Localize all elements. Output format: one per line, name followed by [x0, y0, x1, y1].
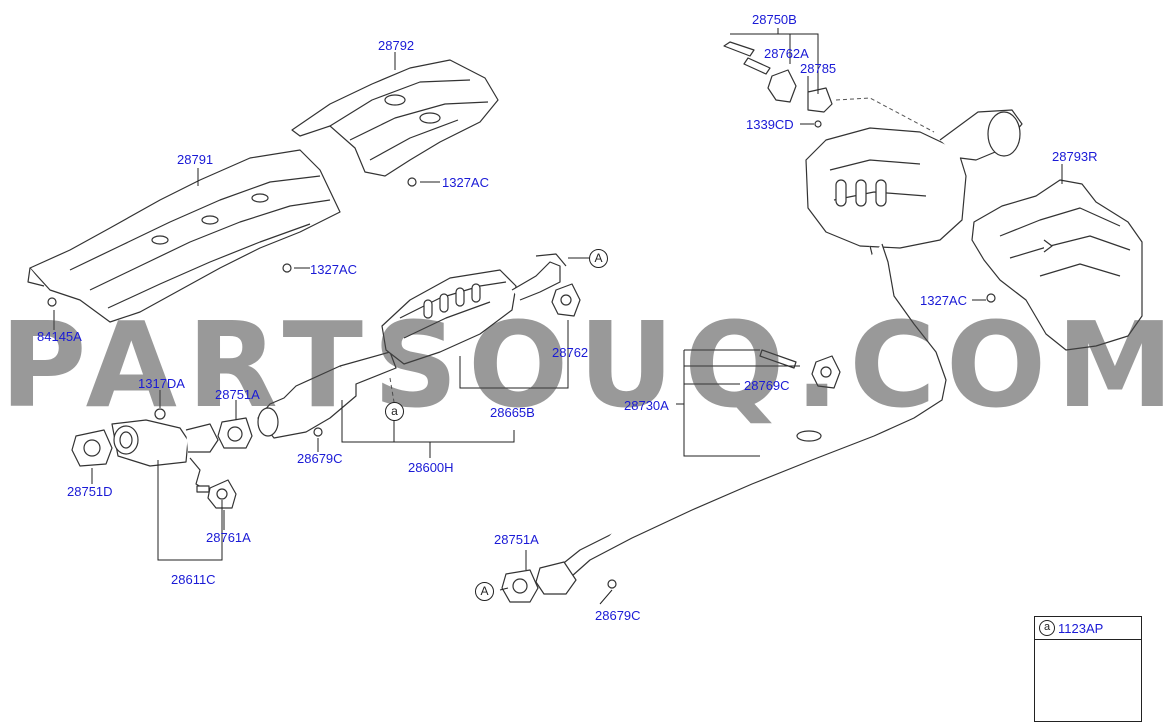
part-label-28761A[interactable]: 28761A — [206, 530, 251, 545]
part-label-1339CD[interactable]: 1339CD — [746, 117, 794, 132]
heat-protector-rear — [971, 179, 1143, 351]
part-label-28750B[interactable]: 28750B — [752, 12, 797, 27]
nut-28679C-rear — [607, 579, 617, 589]
front-pipe — [111, 419, 219, 493]
part-label-28793R[interactable]: 28793R — [1052, 149, 1098, 164]
part-label-28785[interactable]: 28785 — [800, 61, 837, 76]
part-label-28792[interactable]: 28792 — [378, 38, 415, 53]
nut-84145A — [47, 297, 57, 307]
callout-a: a — [385, 402, 404, 421]
part-label-28769C[interactable]: 28769C — [744, 378, 790, 393]
nut-1327AC-rear — [986, 293, 996, 303]
part-label-28679C-rear[interactable]: 28679C — [595, 608, 641, 623]
gasket-28751D — [71, 429, 113, 467]
gasket-28751A-front — [217, 417, 253, 449]
part-label-1327AC-lower[interactable]: 1327AC — [310, 262, 357, 277]
part-label-1327AC-rear[interactable]: 1327AC — [920, 293, 967, 308]
hanger-bracket-group — [723, 41, 833, 128]
hanger-28769C — [811, 355, 841, 389]
hanger-28762 — [551, 283, 581, 317]
part-label-28730A[interactable]: 28730A — [624, 398, 669, 413]
part-label-28762[interactable]: 28762 — [552, 345, 589, 360]
legend-symbol: a — [1039, 620, 1055, 636]
legend-header: a 1123AP — [1035, 617, 1141, 640]
legend-part-label[interactable]: 1123AP — [1058, 620, 1104, 636]
heat-protector-upper — [291, 59, 499, 177]
leader-lines — [53, 28, 1063, 605]
catalytic-converter — [257, 253, 567, 439]
nut-28679C-front — [313, 427, 323, 437]
part-label-28762A[interactable]: 28762A — [764, 46, 809, 61]
part-label-28791[interactable]: 28791 — [177, 152, 214, 167]
part-label-28679C-front[interactable]: 28679C — [297, 451, 343, 466]
legend-box: a 1123AP — [1034, 616, 1142, 722]
hanger-28761A — [207, 479, 237, 509]
part-label-28600H[interactable]: 28600H — [408, 460, 454, 475]
bolt-28769C — [759, 349, 797, 369]
part-label-1317DA[interactable]: 1317DA — [138, 376, 185, 391]
heat-protector-lower — [27, 149, 341, 323]
callout-A-upper: A — [589, 249, 608, 268]
muffler-assembly — [535, 109, 1023, 595]
part-label-1327AC-upper[interactable]: 1327AC — [442, 175, 489, 190]
part-label-28751D[interactable]: 28751D — [67, 484, 113, 499]
part-label-28751A-front[interactable]: 28751A — [215, 387, 260, 402]
part-label-28611C[interactable]: 28611C — [171, 572, 216, 587]
nut-1327AC-lower — [282, 263, 292, 273]
callout-A-lower: A — [475, 582, 494, 601]
part-label-28665B[interactable]: 28665B — [490, 405, 535, 420]
part-label-84145A[interactable]: 84145A — [37, 329, 82, 344]
nut-1327AC-upper — [407, 177, 417, 187]
gasket-28751A-rear — [501, 569, 539, 603]
part-label-28751A-rear[interactable]: 28751A — [494, 532, 539, 547]
nut-1317DA — [154, 408, 166, 420]
